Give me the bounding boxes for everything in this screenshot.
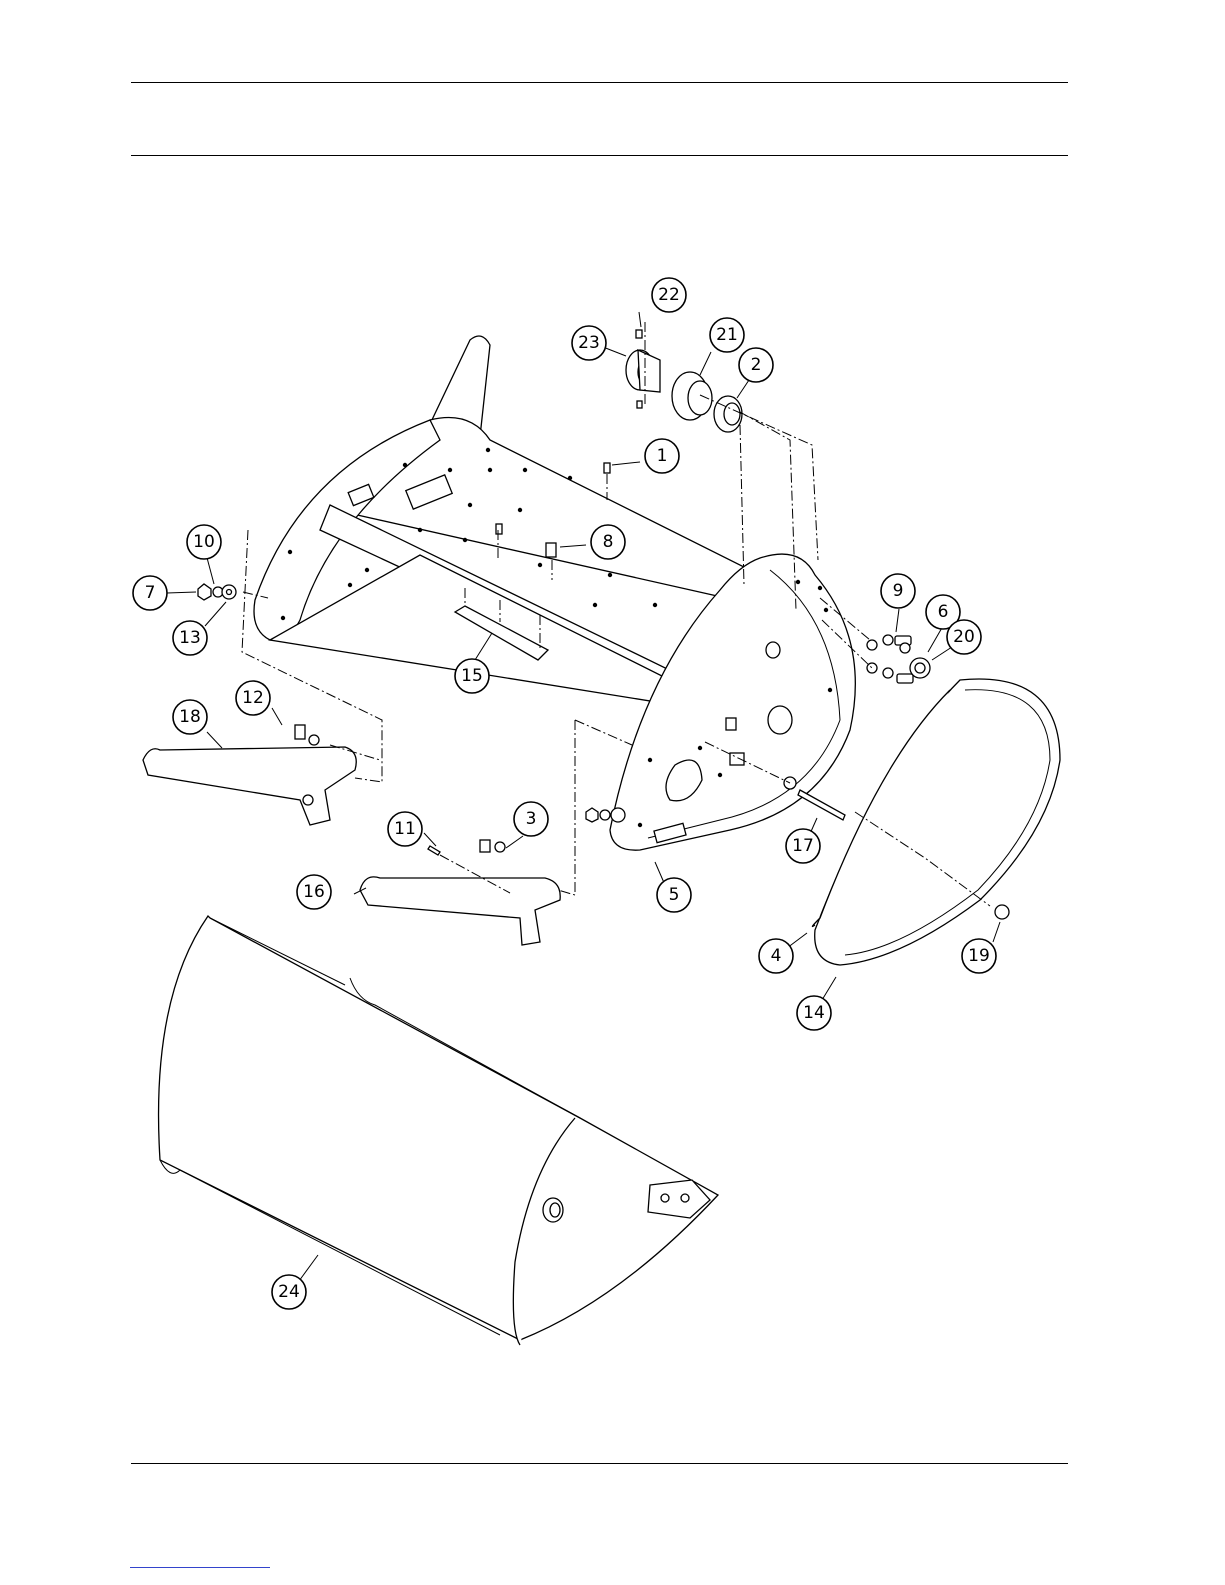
- callout-18: 18: [173, 700, 207, 734]
- callout-11: 11: [388, 812, 422, 846]
- callout-number: 1: [657, 446, 668, 466]
- callout-number: 16: [303, 882, 325, 902]
- callout-16: 16: [297, 875, 331, 909]
- callout-number: 20: [953, 627, 975, 647]
- callout-7: 7: [133, 576, 167, 610]
- callout-1: 1: [645, 439, 679, 473]
- callout-number: 17: [792, 836, 814, 856]
- callout-number: 21: [716, 325, 738, 345]
- callout-number: 23: [578, 333, 600, 353]
- callout-2: 2: [739, 348, 773, 382]
- callout-number: 5: [669, 885, 680, 905]
- callout-number: 9: [893, 581, 904, 601]
- callout-15: 15: [455, 659, 489, 693]
- callout-number: 22: [658, 285, 680, 305]
- callout-number: 18: [179, 707, 201, 727]
- bracket-right: [360, 840, 560, 945]
- callout-number: 19: [968, 946, 990, 966]
- callout-23: 23: [572, 326, 606, 360]
- callout-number: 3: [526, 809, 537, 829]
- callout-24: 24: [272, 1275, 306, 1309]
- callout-5: 5: [657, 878, 691, 912]
- callout-number: 11: [394, 819, 416, 839]
- callout-number: 2: [751, 355, 762, 375]
- callout-20: 20: [947, 620, 981, 654]
- callout-22: 22: [652, 278, 686, 312]
- callout-19: 19: [962, 939, 996, 973]
- callout-number: 15: [461, 666, 483, 686]
- callout-number: 6: [938, 602, 949, 622]
- callout-number: 4: [771, 946, 782, 966]
- roller-drum: [159, 916, 718, 1345]
- callout-number: 13: [179, 628, 201, 648]
- callout-number: 14: [803, 1003, 825, 1023]
- callout-number: 8: [603, 532, 614, 552]
- bracket-left: [143, 725, 356, 825]
- callout-number: 24: [278, 1282, 300, 1302]
- callout-4: 4: [759, 939, 793, 973]
- callout-17: 17: [786, 829, 820, 863]
- callout-number: 7: [145, 583, 156, 603]
- callout-10: 10: [187, 525, 221, 559]
- callout-number: 10: [193, 532, 215, 552]
- callout-number: 12: [242, 688, 264, 708]
- callout-12: 12: [236, 681, 270, 715]
- hardware-left: [198, 584, 236, 600]
- callout-14: 14: [797, 996, 831, 1030]
- callout-8: 8: [591, 525, 625, 559]
- callout-13: 13: [173, 621, 207, 655]
- callout-21: 21: [710, 318, 744, 352]
- callout-9: 9: [881, 574, 915, 608]
- callout-3: 3: [514, 802, 548, 836]
